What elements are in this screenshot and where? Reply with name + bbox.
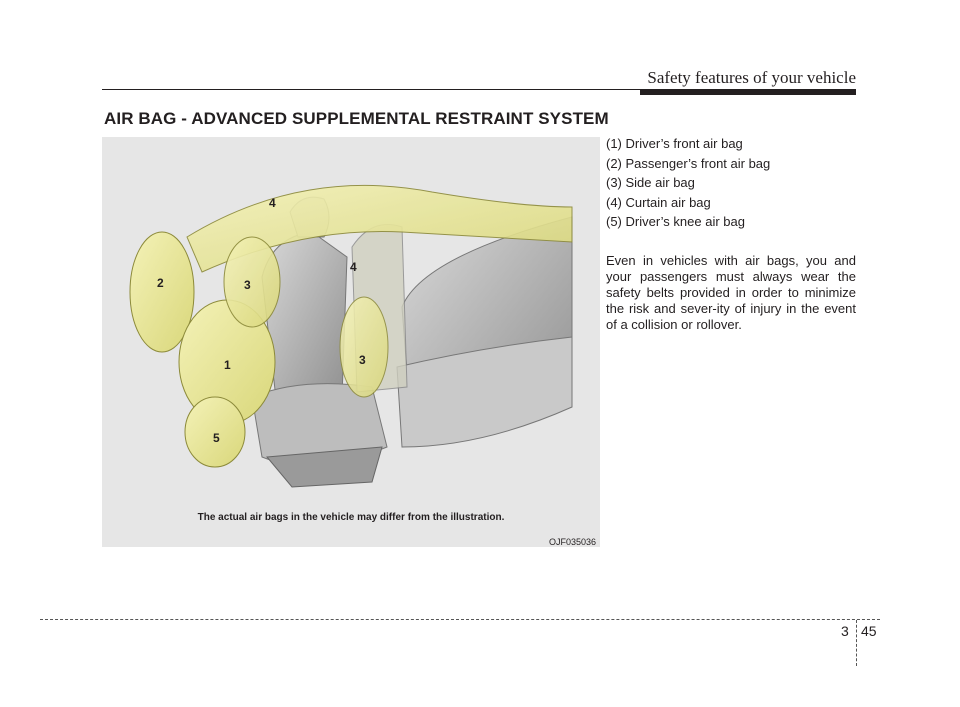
callout-2: 2	[157, 276, 164, 290]
list-item: (1) Driver’s front air bag	[606, 136, 743, 151]
section-number: 3	[841, 623, 849, 639]
callout-4-left: 4	[269, 196, 276, 210]
callout-3-driver: 3	[244, 278, 251, 292]
passenger-side-airbag	[339, 296, 389, 398]
knee-airbag	[184, 396, 246, 468]
airbag-diagram: 1 2 3 3 4 4 5	[129, 184, 573, 488]
page-separator	[856, 620, 857, 666]
curtain-airbag	[186, 184, 573, 273]
callout-5: 5	[213, 431, 220, 445]
driver-side-airbag	[223, 236, 281, 328]
list-item: (4) Curtain air bag	[606, 194, 711, 210]
page-heading: AIR BAG - ADVANCED SUPPLEMENTAL RESTRAIN…	[104, 109, 609, 128]
safety-belt-paragraph: Even in vehicles with air bags, you and …	[606, 253, 856, 332]
header-bar	[640, 90, 856, 95]
seat-base	[266, 446, 383, 488]
callout-4-center: 4	[350, 260, 357, 274]
passenger-front-airbag	[129, 231, 195, 353]
list-item: (5) Driver’s knee air bag	[606, 214, 745, 229]
header-rule	[102, 89, 856, 90]
list-item: (3) Side air bag	[606, 175, 695, 190]
footer-rule	[40, 619, 880, 620]
airbag-list: (1) Driver’s front air bag (2) Passenger…	[606, 134, 770, 232]
callout-1: 1	[224, 358, 231, 372]
rear-seat-cushion	[396, 336, 573, 448]
callout-3-passenger: 3	[359, 353, 366, 367]
figure-code: OJF035036	[548, 537, 596, 547]
figure-caption: The actual air bags in the vehicle may d…	[197, 512, 505, 523]
list-item: (2) Passenger’s front air bag	[606, 155, 771, 171]
page-number: 45	[861, 623, 877, 639]
airbag-illustration: 1 2 3 3 4 4 5 The actual air bags in the…	[102, 137, 600, 547]
section-title: Safety features of your vehicle	[647, 68, 856, 87]
